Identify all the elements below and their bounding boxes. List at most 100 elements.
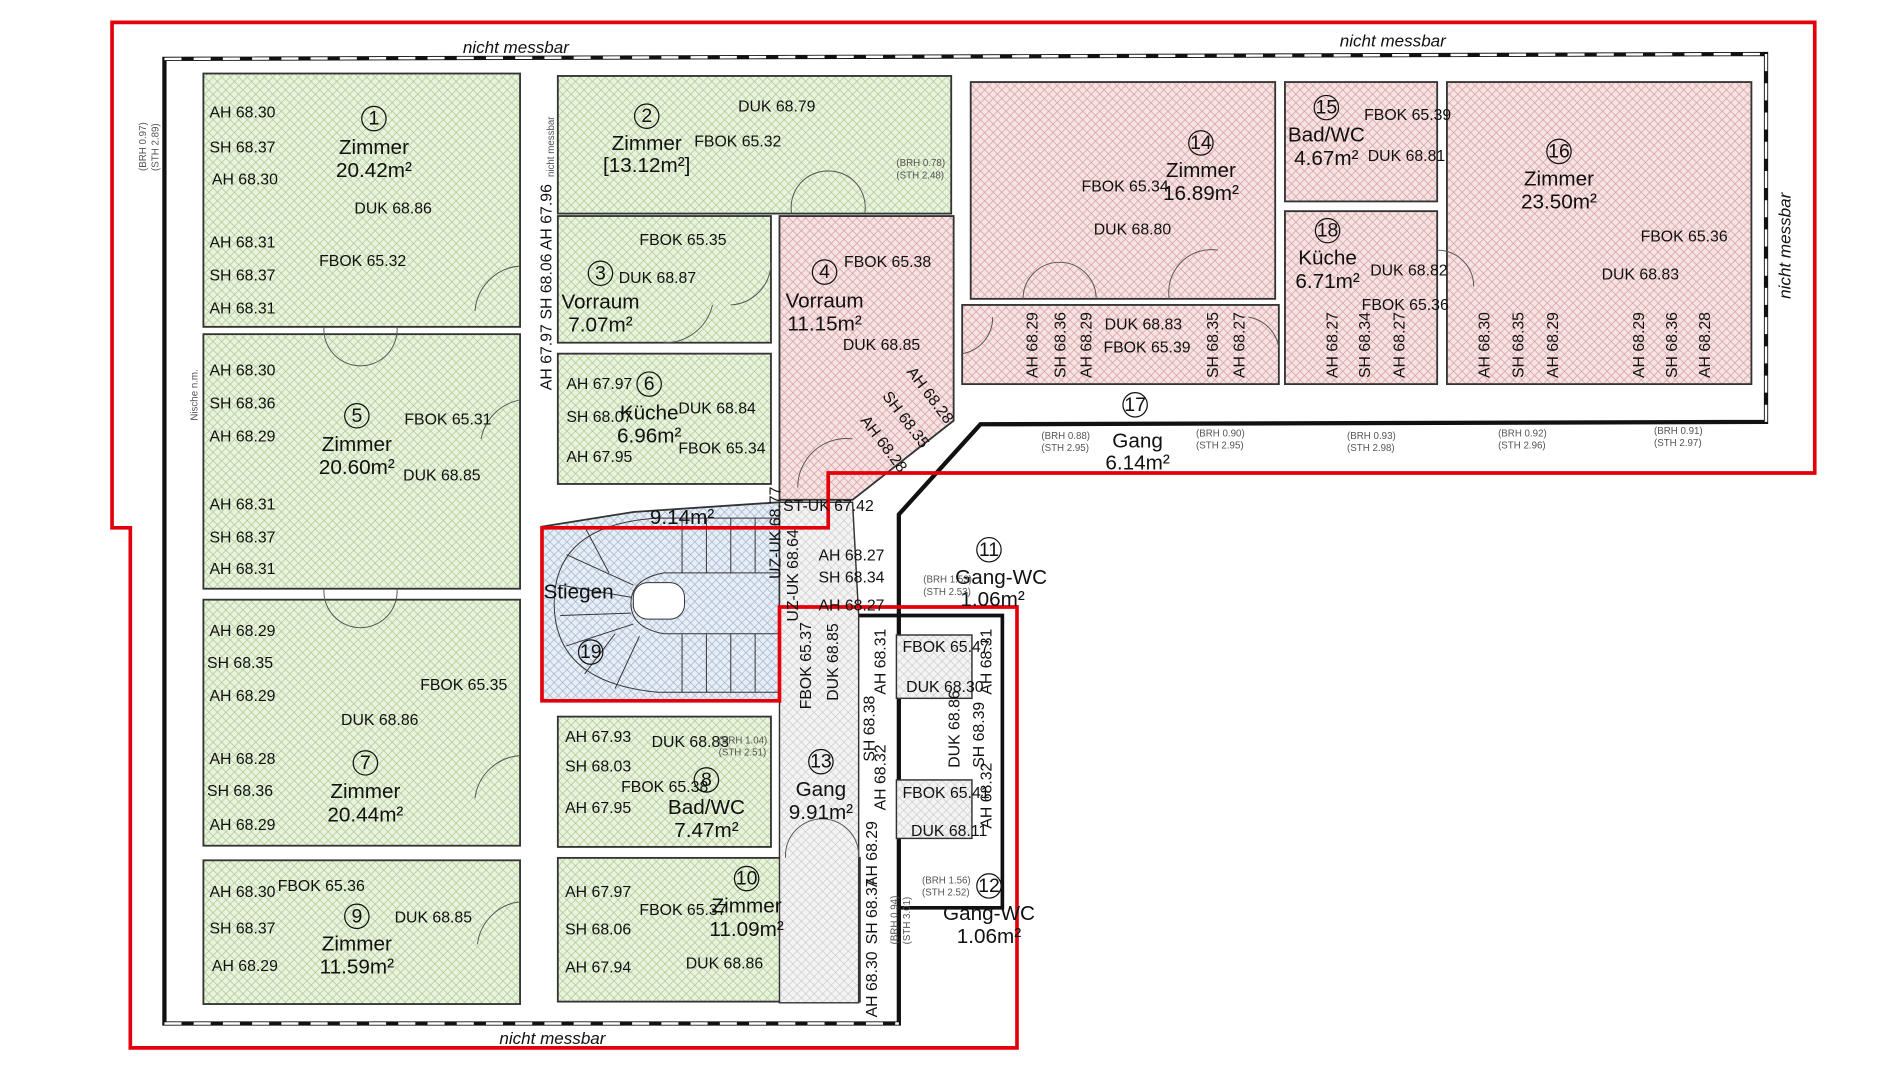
svg-text:AH 68.29: AH 68.29 xyxy=(209,817,275,834)
svg-text:Stiegen: Stiegen xyxy=(543,580,613,603)
svg-text:15: 15 xyxy=(1316,97,1338,119)
svg-text:Zimmer: Zimmer xyxy=(1524,168,1594,191)
svg-text:DUK 68.85: DUK 68.85 xyxy=(403,467,481,484)
svg-text:13: 13 xyxy=(810,751,832,773)
room-label-16: 16 Zimmer 23.50m² xyxy=(1521,138,1597,214)
svg-text:SH 68.36: SH 68.36 xyxy=(1053,312,1070,378)
room-13 xyxy=(778,501,860,1004)
svg-text:(BRH 0.97): (BRH 0.97) xyxy=(138,122,149,171)
svg-text:(BRH 0.88): (BRH 0.88) xyxy=(1041,431,1090,442)
svg-text:(STH 2.98): (STH 2.98) xyxy=(1347,443,1395,454)
svg-text:DUK 68.83: DUK 68.83 xyxy=(1105,316,1183,333)
svg-text:(BRH 0.94): (BRH 0.94) xyxy=(890,896,901,945)
svg-text:(BRH 1.53): (BRH 1.53) xyxy=(923,575,972,586)
svg-text:AH 68.32: AH 68.32 xyxy=(872,744,889,810)
svg-text:AH 68.27: AH 68.27 xyxy=(818,548,884,565)
svg-text:8: 8 xyxy=(701,769,712,791)
svg-text:DUK 68.86: DUK 68.86 xyxy=(947,690,964,768)
room-label-14: 14 Zimmer 16.89m² xyxy=(1163,130,1239,205)
svg-text:FBOK 65.34: FBOK 65.34 xyxy=(678,441,765,458)
svg-text:FBOK 65.38: FBOK 65.38 xyxy=(844,254,931,271)
svg-text:AH 68.27: AH 68.27 xyxy=(1232,312,1249,378)
svg-text:9.14m²: 9.14m² xyxy=(650,506,714,529)
room-label-5: 5 Zimmer 20.60m² xyxy=(319,402,395,479)
svg-text:20.44m²: 20.44m² xyxy=(327,803,403,826)
room-11 xyxy=(895,634,973,700)
not-measurable-label-top-right: nicht messbar xyxy=(1340,32,1447,51)
svg-text:(BRH 0.90): (BRH 0.90) xyxy=(1196,428,1245,439)
svg-text:AH 68.30: AH 68.30 xyxy=(864,951,881,1017)
svg-text:(STH 2.51): (STH 2.51) xyxy=(719,748,767,759)
svg-text:SH 68.36: SH 68.36 xyxy=(1664,312,1681,378)
svg-text:Zimmer: Zimmer xyxy=(712,895,782,918)
svg-text:UZ-UK 68.64: UZ-UK 68.64 xyxy=(785,529,802,622)
svg-text:AH 68.29: AH 68.29 xyxy=(209,623,275,640)
room-14 xyxy=(969,81,1277,300)
not-measurable-label-top-left: nicht messbar xyxy=(463,38,570,57)
not-measurable-label-right: nicht messbar xyxy=(1775,191,1794,298)
svg-text:(STH 2.97): (STH 2.97) xyxy=(1654,438,1702,449)
room-label-13: 13 Gang 9.91m² xyxy=(789,748,853,824)
not-measurable-label-bottom: nicht messbar xyxy=(499,1029,606,1048)
svg-text:Bad/WC: Bad/WC xyxy=(668,796,745,819)
svg-text:12: 12 xyxy=(978,875,1000,897)
room-label-8: 8 Bad/WC 7.47m² xyxy=(668,767,745,842)
svg-text:Bad/WC: Bad/WC xyxy=(1288,124,1365,147)
svg-text:(STH 3.01): (STH 3.01) xyxy=(902,897,913,945)
svg-text:DUK 68.86: DUK 68.86 xyxy=(354,201,432,218)
svg-text:FBOK 65.36: FBOK 65.36 xyxy=(1641,229,1728,246)
svg-text:FBOK 65.37: FBOK 65.37 xyxy=(798,622,815,709)
svg-text:FBOK 65.41: FBOK 65.41 xyxy=(903,785,990,802)
svg-text:SH 68.36: SH 68.36 xyxy=(209,395,275,412)
svg-text:AH 67.94: AH 67.94 xyxy=(565,959,631,976)
svg-text:7.07m²: 7.07m² xyxy=(568,314,632,337)
room-label-12: 12 Gang-WC 1.06m² xyxy=(943,873,1035,948)
svg-text:2: 2 xyxy=(641,105,652,127)
svg-text:FBOK 65.39: FBOK 65.39 xyxy=(1103,339,1190,356)
svg-text:(STH 2.52): (STH 2.52) xyxy=(922,888,970,899)
svg-text:7: 7 xyxy=(360,752,371,774)
room-3 xyxy=(556,215,772,344)
svg-text:AH 67.95: AH 67.95 xyxy=(565,800,631,817)
svg-text:DUK 68.85: DUK 68.85 xyxy=(825,623,842,701)
svg-text:AH 68.29: AH 68.29 xyxy=(864,821,881,887)
svg-text:4.67m²: 4.67m² xyxy=(1294,147,1358,170)
svg-text:AH 68.29: AH 68.29 xyxy=(209,428,275,445)
svg-text:AH 68.30: AH 68.30 xyxy=(209,363,275,380)
svg-text:3: 3 xyxy=(595,262,606,284)
svg-text:AH 68.28: AH 68.28 xyxy=(1697,312,1714,378)
svg-text:AH 68.31: AH 68.31 xyxy=(978,628,995,694)
svg-text:DUK 68.86: DUK 68.86 xyxy=(341,712,419,729)
room-label-2: 2 Zimmer [13.12m²] xyxy=(603,103,690,177)
svg-text:11.15m²: 11.15m² xyxy=(787,313,861,336)
svg-text:SH 68.35: SH 68.35 xyxy=(1511,312,1528,378)
svg-text:6.96m²: 6.96m² xyxy=(617,425,681,448)
svg-text:Gang: Gang xyxy=(796,778,847,801)
svg-text:FBOK 65.38: FBOK 65.38 xyxy=(621,779,708,796)
svg-text:(STH 2.48): (STH 2.48) xyxy=(896,170,944,181)
svg-text:Küche: Küche xyxy=(1298,247,1357,270)
svg-text:14: 14 xyxy=(1190,132,1212,154)
svg-text:FBOK 65.34: FBOK 65.34 xyxy=(1082,179,1169,196)
room-4 xyxy=(778,215,955,501)
svg-text:(STH 2.89): (STH 2.89) xyxy=(150,123,161,171)
svg-text:Zimmer: Zimmer xyxy=(612,132,682,155)
not-measurable-label-room2: nicht messbar xyxy=(546,116,557,177)
svg-text:FBOK 65.39: FBOK 65.39 xyxy=(1364,107,1451,124)
svg-text:DUK 68.85: DUK 68.85 xyxy=(843,337,921,354)
svg-text:Küche: Küche xyxy=(620,401,679,424)
svg-text:Nische n.m.: Nische n.m. xyxy=(189,369,200,420)
svg-text:(STH 2.96): (STH 2.96) xyxy=(1498,441,1546,452)
svg-text:7.47m²: 7.47m² xyxy=(674,819,738,842)
svg-text:20.60m²: 20.60m² xyxy=(319,456,395,479)
svg-text:DUK 68.85: DUK 68.85 xyxy=(395,909,473,926)
room-label-11: 11 Gang-WC 1.06m² xyxy=(955,536,1047,611)
svg-text:(BRH 0.91): (BRH 0.91) xyxy=(1654,426,1703,437)
svg-text:Zimmer: Zimmer xyxy=(322,932,392,955)
svg-text:(BRH 0.92): (BRH 0.92) xyxy=(1498,428,1547,439)
svg-text:AH 68.30: AH 68.30 xyxy=(209,104,275,121)
svg-text:Zimmer: Zimmer xyxy=(339,136,409,159)
room-label-18: 18 Küche 6.71m² xyxy=(1295,217,1360,293)
svg-text:9.91m²: 9.91m² xyxy=(789,801,853,824)
svg-text:DUK 68.84: DUK 68.84 xyxy=(678,400,756,417)
